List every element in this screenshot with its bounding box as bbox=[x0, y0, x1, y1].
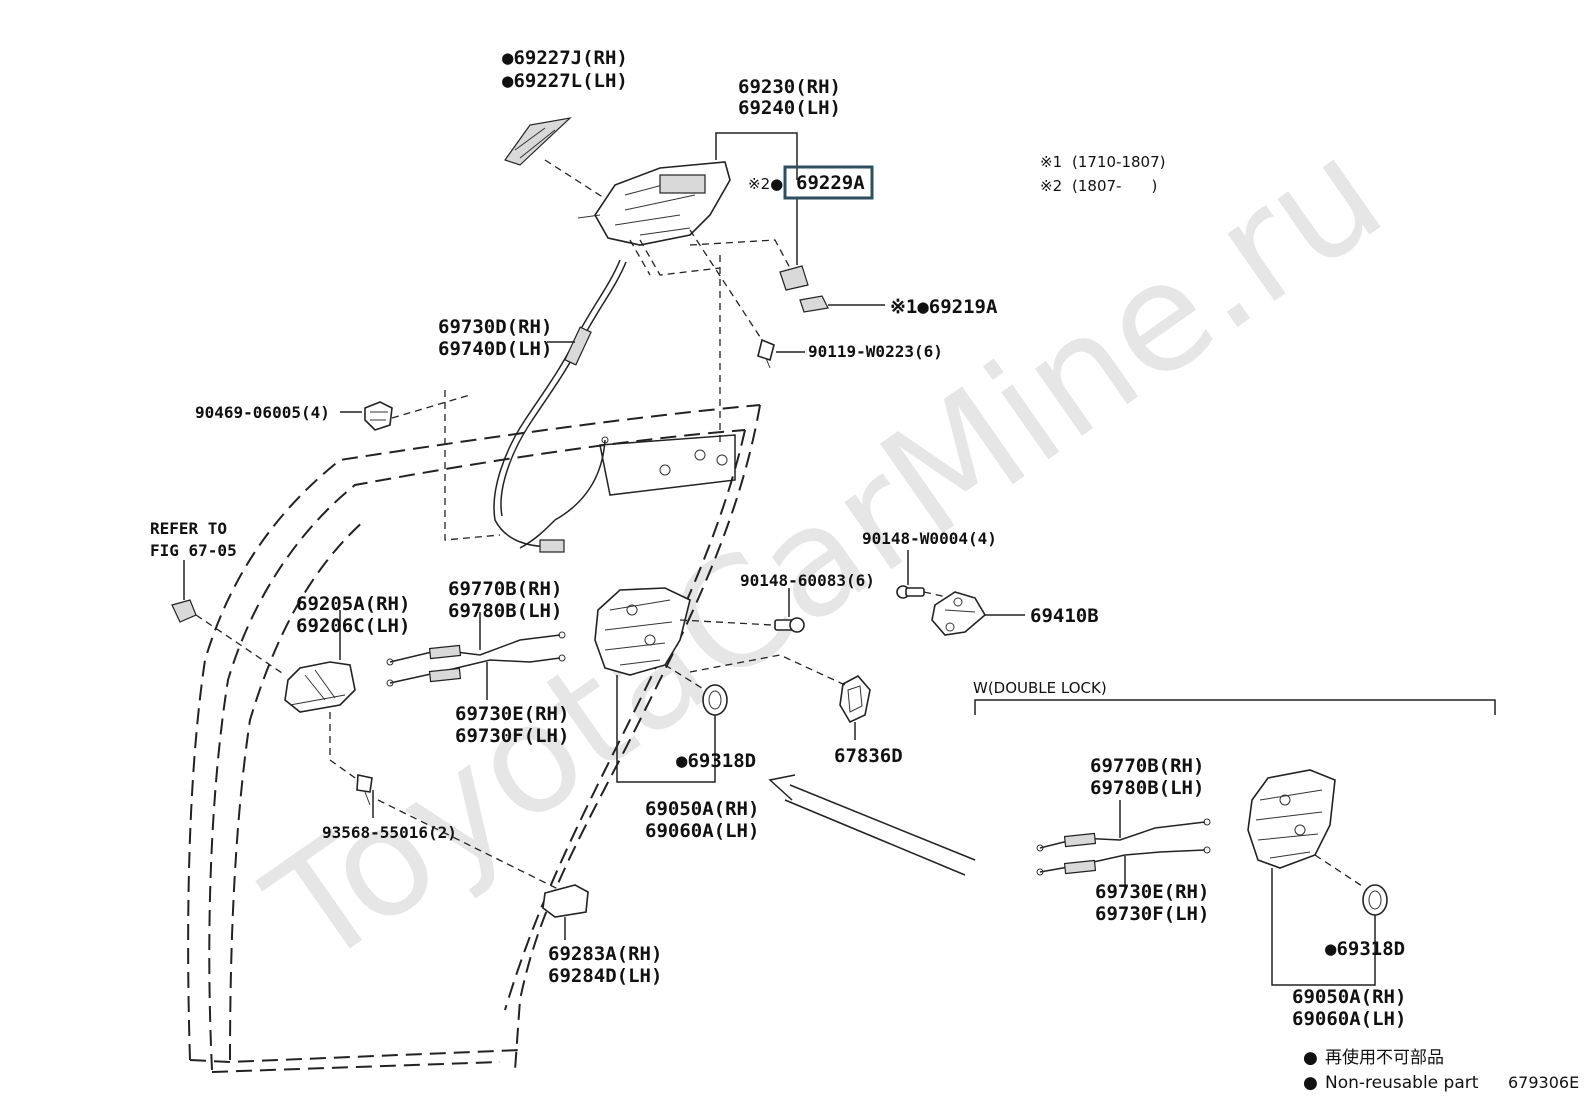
label-69284d: 69284D(LH) bbox=[548, 965, 662, 987]
label-refer-to: REFER TO bbox=[150, 519, 227, 538]
label-69730d: 69730D(RH) bbox=[438, 316, 552, 338]
label-69229a: 69229A bbox=[796, 172, 865, 194]
label-69740d: 69740D(LH) bbox=[438, 338, 552, 360]
screw-90148-w0004 bbox=[896, 585, 925, 599]
label-double-lock: W(DOUBLE LOCK) bbox=[973, 679, 1107, 697]
door-outline bbox=[187, 404, 761, 1073]
label-69206c: 69206C(LH) bbox=[296, 615, 410, 637]
label-93568: 93568-55016(2) bbox=[322, 823, 457, 842]
clip-90469 bbox=[364, 401, 393, 431]
footnote-1-range: (1710-1807) bbox=[1072, 153, 1165, 171]
link-rods-69770b bbox=[386, 612, 566, 700]
reference-arrow bbox=[768, 774, 976, 876]
double-lock-bracket bbox=[974, 699, 1496, 715]
bracket-69230 bbox=[715, 132, 798, 180]
label-90148-60083: 90148-60083(6) bbox=[740, 571, 875, 590]
label-69229a-mark: ※2● bbox=[748, 175, 783, 193]
label-90119: 90119-W0223(6) bbox=[808, 342, 943, 361]
footnote-1-mark: ※1 bbox=[1040, 153, 1062, 171]
handle-bezel-69227 bbox=[504, 117, 572, 166]
footnote-2-range: (1807- ) bbox=[1072, 177, 1157, 195]
label-69730e: 69730E(RH) bbox=[455, 703, 569, 725]
footnotes: ※1 (1710-1807) ※2 (1807- ) bbox=[1040, 153, 1165, 195]
rod-link bbox=[519, 436, 609, 549]
w-label-69318d: ●69318D bbox=[1325, 938, 1405, 960]
refer-clip bbox=[171, 560, 197, 623]
legend-bullet-en: ● bbox=[1303, 1073, 1318, 1093]
w-label-69780b: 69780B(LH) bbox=[1090, 777, 1204, 799]
cover-69283a bbox=[542, 884, 589, 918]
legend-text-en: Non-reusable part bbox=[1325, 1073, 1479, 1093]
label-90148-w0004: 90148-W0004(4) bbox=[862, 529, 997, 548]
label-69240: 69240(LH) bbox=[738, 97, 841, 119]
label-69060a: 69060A(LH) bbox=[645, 820, 759, 842]
screw-93568 bbox=[356, 774, 373, 806]
inner-door-panel bbox=[599, 434, 736, 496]
watermark: ToyotaCarMine.ru bbox=[238, 106, 1412, 1001]
outside-handle-69205a bbox=[284, 610, 356, 713]
label-refer-fig: FIG 67-05 bbox=[150, 541, 237, 560]
label-69227j: ●69227J(RH) bbox=[502, 47, 628, 69]
w-label-69730f: 69730F(LH) bbox=[1095, 903, 1209, 925]
highlight-box-69229a bbox=[783, 165, 874, 200]
seal-69318d bbox=[702, 684, 728, 716]
label-67836d: 67836D bbox=[834, 745, 903, 767]
footnote-2-mark: ※2 bbox=[1040, 177, 1062, 195]
figure-code: 679306E bbox=[1508, 1073, 1579, 1092]
label-69770b: 69770B(RH) bbox=[448, 578, 562, 600]
label-69410b: 69410B bbox=[1030, 605, 1099, 627]
w-label-69730e: 69730E(RH) bbox=[1095, 881, 1209, 903]
grommet-67836d bbox=[839, 674, 871, 724]
label-69230: 69230(RH) bbox=[738, 76, 841, 98]
label-69227l: ●69227L(LH) bbox=[502, 70, 628, 92]
part-labels: ●69227J(RH) ●69227L(LH) 69230(RH) 69240(… bbox=[150, 47, 1406, 1030]
screw-90119 bbox=[757, 338, 775, 369]
label-69205a: 69205A(RH) bbox=[296, 593, 410, 615]
w-door-lock-69050a bbox=[1247, 769, 1376, 986]
label-69318d: ●69318D bbox=[676, 750, 756, 772]
w-link-rods bbox=[1036, 800, 1211, 888]
w-label-69050a: 69050A(RH) bbox=[1292, 986, 1406, 1008]
door-lock-69050a bbox=[594, 587, 716, 783]
label-69219a: ※1●69219A bbox=[890, 296, 998, 318]
legend-bullet-ja: ● bbox=[1303, 1048, 1318, 1068]
screw-90148-60083 bbox=[774, 617, 805, 633]
legend-text-ja: 再使用不可部品 bbox=[1325, 1047, 1444, 1068]
label-69283a: 69283A(RH) bbox=[548, 943, 662, 965]
clip-69219a bbox=[799, 295, 829, 313]
label-90469: 90469-06005(4) bbox=[195, 403, 330, 422]
watermark-text: ToyotaCarMine.ru bbox=[238, 106, 1412, 1001]
w-label-69770b: 69770B(RH) bbox=[1090, 755, 1204, 777]
cable-69730d bbox=[493, 259, 627, 553]
inside-handle-69230 bbox=[577, 161, 731, 246]
clip-69229a bbox=[779, 265, 809, 291]
label-69730f: 69730F(LH) bbox=[455, 725, 569, 747]
w-label-69060a: 69060A(LH) bbox=[1292, 1008, 1406, 1030]
label-69780b: 69780B(LH) bbox=[448, 600, 562, 622]
striker-69410b bbox=[931, 591, 987, 636]
legend: ● 再使用不可部品 ● Non-reusable part bbox=[1303, 1047, 1479, 1093]
label-69050a: 69050A(RH) bbox=[645, 798, 759, 820]
w-seal-69318d bbox=[1362, 884, 1388, 916]
